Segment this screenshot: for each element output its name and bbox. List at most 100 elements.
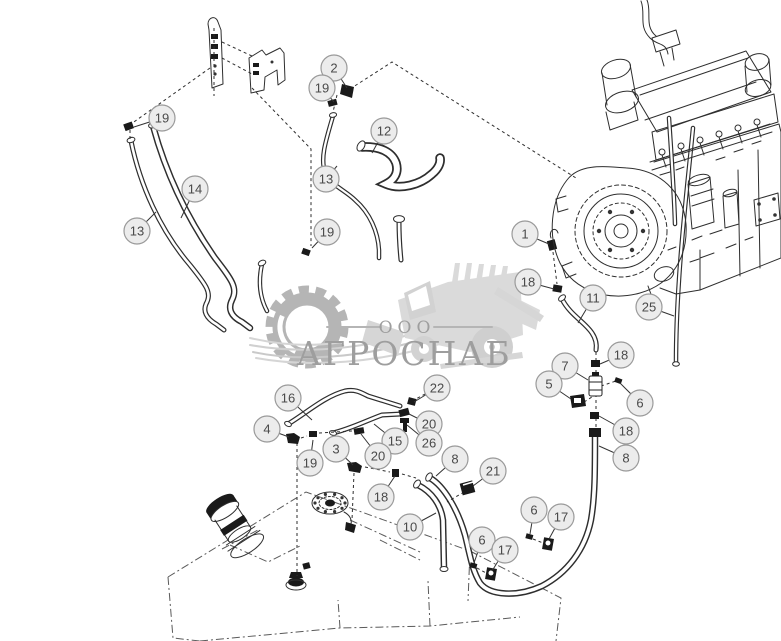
callout-number: 13 xyxy=(130,224,144,239)
hose-8-end-fitting xyxy=(589,428,601,437)
callout-5: 5 xyxy=(535,370,572,400)
hose-10 xyxy=(413,479,449,572)
watermark-company-prefix: ООО xyxy=(379,318,436,338)
callout-number: 5 xyxy=(545,377,552,392)
fitting-2 xyxy=(340,84,354,98)
callout-circle xyxy=(308,74,336,102)
callout-number: 11 xyxy=(586,291,600,306)
callout-circle xyxy=(635,293,663,321)
callout-number: 20 xyxy=(422,417,436,432)
callout-number: 6 xyxy=(636,396,643,411)
callout-number: 18 xyxy=(614,348,628,363)
callout-circle xyxy=(312,165,340,193)
callout-number: 10 xyxy=(403,520,417,535)
callout-circle xyxy=(364,442,392,470)
elbow-4 xyxy=(286,433,300,444)
filler-neck xyxy=(206,493,265,559)
mounting-bracket-left xyxy=(207,17,224,89)
callout-circle xyxy=(612,417,640,445)
callout-12: 12 xyxy=(370,117,398,154)
callout-6: 6 xyxy=(619,382,654,417)
callout-number: 18 xyxy=(521,275,535,290)
watermark-company-name: АГРОСНАБ xyxy=(296,334,511,373)
callout-number: 19 xyxy=(320,225,334,240)
callout-circle xyxy=(626,389,654,417)
hose-13-left xyxy=(126,136,227,333)
callout-6: 6 xyxy=(520,496,548,535)
tube-stub xyxy=(257,259,270,314)
callout-20: 20 xyxy=(408,410,443,438)
bolt-26 xyxy=(400,418,409,432)
callout-number: 20 xyxy=(371,449,385,464)
callout-number: 17 xyxy=(498,543,512,558)
callout-circle xyxy=(514,268,542,296)
screw-6-a xyxy=(614,377,623,385)
clamp-17-b xyxy=(485,567,497,581)
clamp-17-a xyxy=(542,537,554,551)
hose-13-middle xyxy=(320,112,382,261)
clip-18-c xyxy=(591,360,600,367)
callout-number: 19 xyxy=(315,81,329,96)
screw-6-c xyxy=(469,562,478,569)
tank-outlet-fitting xyxy=(345,522,356,533)
hose-8 xyxy=(425,428,601,597)
callout-circle xyxy=(367,483,395,511)
callout-circle xyxy=(148,104,176,132)
callout-circle xyxy=(520,496,548,524)
callout-11: 11 xyxy=(577,284,607,324)
callout-18: 18 xyxy=(367,475,396,511)
callout-number: 14 xyxy=(188,182,202,197)
clip-19-c xyxy=(301,247,311,257)
callout-18: 18 xyxy=(514,268,555,296)
watermark: ООО АГРОСНАБ xyxy=(249,263,544,373)
callout-7: 7 xyxy=(551,352,589,381)
callout-number: 18 xyxy=(619,424,633,439)
callout-number: 8 xyxy=(451,452,458,467)
injector-row xyxy=(658,118,762,168)
callout-number: 6 xyxy=(530,503,537,518)
clip-18-b xyxy=(552,284,563,293)
callout-number: 22 xyxy=(430,381,444,396)
callout-number: 4 xyxy=(263,422,270,437)
callout-8: 8 xyxy=(435,445,469,477)
callout-17: 17 xyxy=(547,503,575,540)
clip-18-a xyxy=(392,469,399,477)
callout-10: 10 xyxy=(396,512,437,541)
fuel-sender-flange xyxy=(311,491,352,525)
hose-11 xyxy=(558,294,599,353)
callout-circle xyxy=(370,117,398,145)
tank-vent-fitting xyxy=(302,562,311,570)
mounting-bracket-right xyxy=(248,47,286,94)
callout-number: 13 xyxy=(319,172,333,187)
clamp-5 xyxy=(570,394,586,408)
callout-number: 1 xyxy=(521,227,528,242)
callout-19: 19 xyxy=(311,218,341,249)
callout-number: 16 xyxy=(281,391,295,406)
callout-number: 25 xyxy=(642,300,656,315)
pipe-stub-vertical xyxy=(393,215,405,263)
clip-19-b xyxy=(327,98,338,107)
callout-number: 19 xyxy=(303,456,317,471)
callout-circle xyxy=(181,175,209,203)
hose-12 xyxy=(356,140,445,192)
callout-number: 7 xyxy=(561,359,568,374)
harvester-silhouette xyxy=(362,263,544,369)
callout-13: 13 xyxy=(312,165,340,193)
callout-number: 18 xyxy=(374,490,388,505)
callout-14: 14 xyxy=(180,175,209,219)
callout-18: 18 xyxy=(599,341,635,369)
callout-17: 17 xyxy=(491,536,519,572)
callout-circle xyxy=(511,220,539,248)
callout-circle xyxy=(313,218,341,246)
callout-number: 3 xyxy=(332,442,339,457)
callout-2: 2 xyxy=(320,54,348,89)
callout-19: 19 xyxy=(308,74,336,103)
callout-circle xyxy=(415,429,443,457)
clip-19-a xyxy=(123,121,135,132)
callout-circle xyxy=(535,370,563,398)
callout-number: 8 xyxy=(622,451,629,466)
callout-1: 1 xyxy=(511,220,550,248)
callout-circle xyxy=(468,526,496,554)
callout-19: 19 xyxy=(296,439,324,477)
